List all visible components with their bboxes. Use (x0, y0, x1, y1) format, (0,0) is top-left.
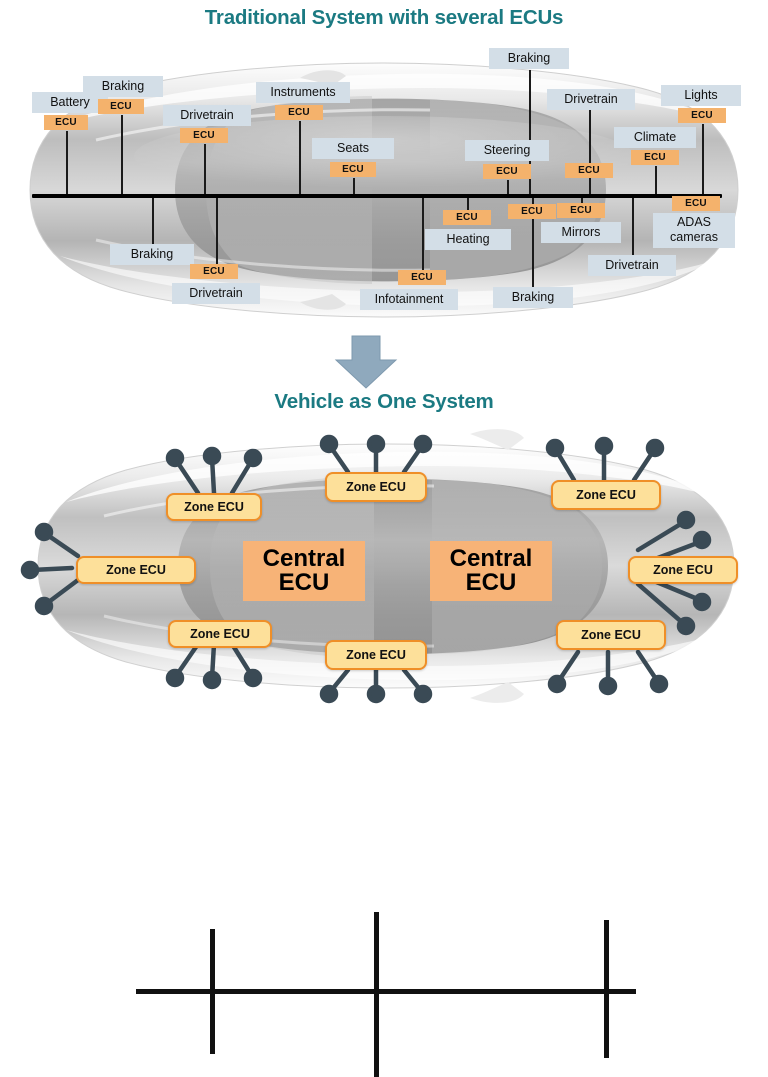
zone-front-mid-top: Zone ECU (325, 472, 427, 502)
ecu-connector-line (152, 196, 154, 244)
ecu-connector-line (216, 196, 218, 264)
ecu-badge-adas-cameras: ECU (672, 196, 720, 211)
component-label-seats: Seats (312, 138, 394, 160)
component-label-braking-top: Braking (489, 48, 569, 70)
ecu-badge-drivetrain-bottom: ECU (190, 264, 238, 279)
ecu-connector-line (204, 144, 206, 196)
ecu-badge-battery: ECU (44, 115, 88, 130)
component-label-adas-cameras: ADAS cameras (653, 213, 735, 248)
ecu-badge-heating: ECU (443, 210, 491, 225)
bus-segment-vertical-center (374, 912, 379, 1077)
zone-front-left-mid: Zone ECU (76, 556, 196, 584)
communication-bus-line (32, 194, 722, 198)
component-label-mirrors: Mirrors (541, 222, 621, 244)
component-label-climate: Climate (614, 127, 696, 149)
diagram-canvas: Traditional System with several ECUs (0, 6, 768, 1077)
zone-front-left-bot: Zone ECU (168, 620, 272, 648)
ecu-badge-climate: ECU (631, 150, 679, 165)
ecu-connector-line (299, 121, 301, 196)
zone-front-left-top: Zone ECU (166, 493, 262, 521)
ecu-connector-line (353, 178, 355, 196)
ecu-connector-line (529, 70, 531, 196)
component-label-braking-bottom: Braking (493, 287, 573, 309)
transition-arrow-icon (334, 335, 398, 389)
component-label-heating: Heating (425, 229, 511, 251)
ecu-badge-braking-bottom: ECU (508, 204, 556, 219)
zone-rear-right-top: Zone ECU (551, 480, 661, 510)
zone-rear-right-mid: Zone ECU (628, 556, 738, 584)
zone-rear-right-bot: Zone ECU (556, 620, 666, 650)
component-label-drivetrain-front: Drivetrain (163, 105, 251, 127)
ecu-connector-line (655, 166, 657, 196)
one-system-diagram: Zone ECU Zone ECU Zone ECU Zone ECU Zone ECU… (0, 424, 768, 1077)
ecu-connector-line (702, 124, 704, 196)
component-label-infotainment: Infotainment (360, 289, 458, 311)
component-label-braking-front-left: Braking (83, 76, 163, 98)
ecu-connector-line (422, 196, 424, 270)
component-label-drivetrain-rear-bottom: Drivetrain (588, 255, 676, 277)
ecu-badge-infotainment: ECU (398, 270, 446, 285)
bus-segment-vertical-left (210, 929, 215, 1054)
ecu-badge-steering: ECU (483, 164, 531, 179)
ecu-badge-drivetrain-rear: ECU (565, 163, 613, 178)
bus-segment-vertical-right (604, 920, 609, 1058)
component-label-lights: Lights (661, 85, 741, 107)
ecu-connector-line (532, 196, 534, 287)
component-label-braking-rear-left: Braking (110, 244, 194, 266)
bottom-section-title: Vehicle as One System (274, 390, 494, 413)
ecu-connector-line (66, 131, 68, 196)
zone-front-mid-bot: Zone ECU (325, 640, 427, 670)
top-section-title: Traditional System with several ECUs (204, 6, 564, 29)
ecu-badge-braking-front-left: ECU (98, 99, 144, 114)
component-label-steering: Steering (465, 140, 549, 162)
ecu-badge-seats: ECU (330, 162, 376, 177)
ecu-connector-line (467, 196, 469, 210)
ecu-connector-line (589, 110, 591, 196)
ecu-connector-line (632, 196, 634, 255)
component-label-instruments: Instruments (256, 82, 350, 104)
ecu-connector-line (581, 196, 583, 203)
ecu-badge-mirrors: ECU (557, 203, 605, 218)
ecu-connector-line (507, 180, 509, 196)
ecu-badge-instruments: ECU (275, 105, 323, 120)
component-label-drivetrain-bottom: Drivetrain (172, 283, 260, 305)
ecu-connector-line (121, 115, 123, 196)
ecu-badge-drivetrain-front: ECU (180, 128, 228, 143)
ecu-badge-lights: ECU (678, 108, 726, 123)
component-label-drivetrain-rear: Drivetrain (547, 89, 635, 111)
